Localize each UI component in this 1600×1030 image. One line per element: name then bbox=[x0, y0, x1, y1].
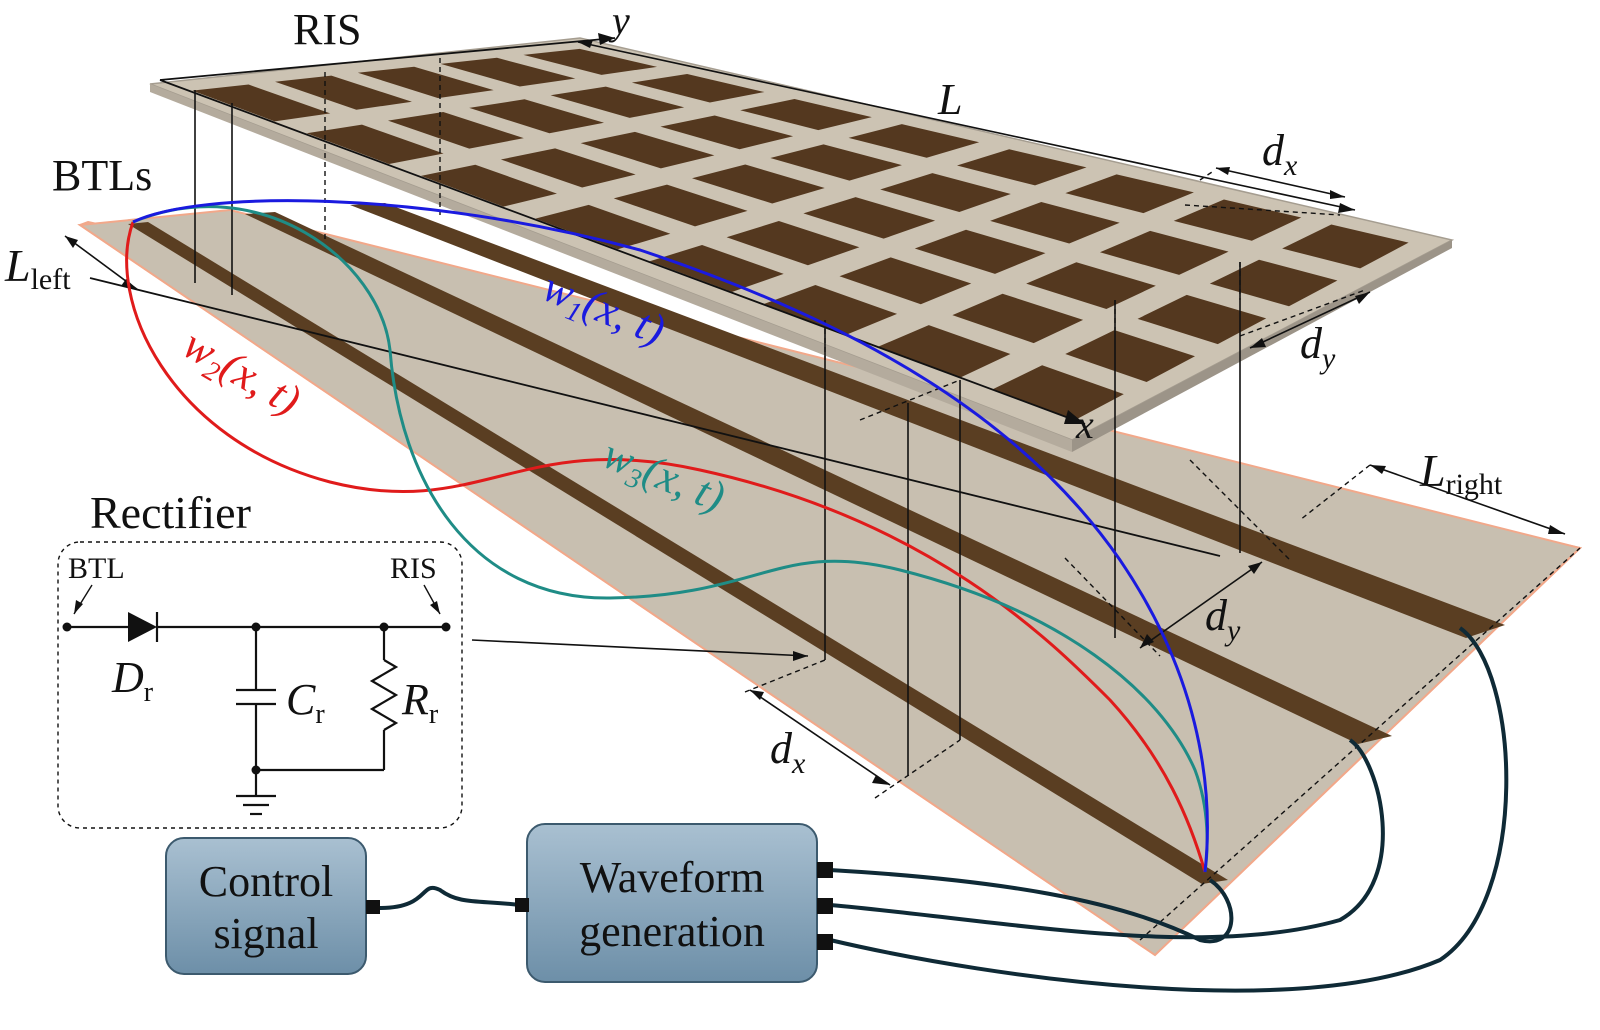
waveform-line1: Waveform bbox=[580, 853, 765, 902]
ris-patch bbox=[550, 86, 685, 118]
ris-patch bbox=[952, 293, 1084, 344]
btl-strip-2 bbox=[245, 212, 1392, 744]
cables bbox=[379, 626, 1509, 993]
ris-patch bbox=[631, 73, 765, 103]
rectifier-leader-arrows bbox=[73, 584, 441, 615]
length-label: L bbox=[937, 75, 962, 124]
capacitor-label: Cr bbox=[286, 675, 325, 730]
ris-patch bbox=[764, 285, 898, 335]
control-signal-line1: Control bbox=[199, 857, 333, 906]
rectifier-ris-arrowhead bbox=[430, 601, 440, 614]
axis-x-label: x bbox=[1075, 402, 1094, 447]
rectifier-output-node bbox=[441, 622, 451, 632]
ris-patch bbox=[1026, 262, 1156, 309]
rectifier-btl-arrowhead bbox=[74, 600, 83, 614]
ris-patch bbox=[500, 148, 636, 188]
ris-patch bbox=[1209, 259, 1338, 307]
arrow-heads bbox=[65, 40, 1565, 785]
ris-patch bbox=[306, 124, 444, 164]
ris-patch bbox=[421, 164, 557, 207]
dy-top-label: dy bbox=[1300, 319, 1336, 375]
waveform-generation-block[interactable]: Waveform generation bbox=[515, 823, 833, 983]
dimension-arrows bbox=[64, 41, 1566, 786]
projection-lines bbox=[194, 90, 1241, 776]
ris-patch bbox=[692, 164, 825, 204]
control-signal-block[interactable]: Control signal bbox=[165, 837, 380, 975]
rectifier-junction-cap bbox=[251, 622, 261, 632]
x-axis-arrowhead bbox=[1064, 410, 1085, 424]
l-right-label: Lright bbox=[1419, 445, 1503, 501]
dy-bottom-label: dy bbox=[1205, 591, 1241, 647]
l-left-label: Lleft bbox=[4, 240, 71, 296]
ris-patch bbox=[357, 66, 494, 99]
ris-patch bbox=[740, 99, 872, 131]
waveform-line2: generation bbox=[579, 907, 765, 956]
rectifier-junction-ground bbox=[251, 765, 261, 775]
ris-axes bbox=[89, 37, 1221, 557]
rectifier-input-node bbox=[62, 622, 72, 632]
ris-patch bbox=[956, 149, 1087, 186]
ris-patch bbox=[469, 99, 604, 134]
ris-patch bbox=[990, 202, 1120, 244]
axis-y-label: y bbox=[608, 0, 630, 43]
rectifier-ris-label: RIS bbox=[390, 552, 437, 585]
ris-patch bbox=[192, 84, 331, 122]
ris-patch bbox=[770, 144, 902, 181]
ris-patch bbox=[535, 204, 671, 250]
ris-patch bbox=[1173, 199, 1302, 241]
ris-patch bbox=[387, 111, 524, 149]
ris-patch bbox=[1137, 294, 1267, 345]
btl-strip-3 bbox=[350, 203, 1505, 638]
ris-patch bbox=[880, 173, 1011, 213]
ris-patch bbox=[660, 115, 794, 150]
diode-label: Dr bbox=[111, 653, 154, 708]
rectifier-title: Rectifier bbox=[90, 487, 251, 538]
ris-patch bbox=[1282, 224, 1409, 269]
ris-patch bbox=[649, 244, 784, 292]
ris-patch bbox=[726, 221, 860, 266]
ris-patch bbox=[523, 48, 658, 75]
ris-patch bbox=[440, 57, 576, 87]
ris-patch bbox=[839, 257, 972, 305]
ris-label: RIS bbox=[293, 5, 361, 54]
wave-w2-curve bbox=[125, 221, 1207, 873]
rectifier-btl-label: BTL bbox=[68, 552, 125, 585]
y-axis-arrowhead bbox=[598, 33, 615, 45]
ris-patch bbox=[914, 229, 1046, 274]
ris-patch bbox=[1065, 330, 1195, 383]
control-signal-line2: signal bbox=[213, 909, 318, 958]
dx-top-label: dx bbox=[1262, 126, 1298, 182]
ris-patch bbox=[580, 131, 715, 169]
ris-patch bbox=[613, 184, 748, 227]
diode-symbol bbox=[128, 612, 157, 642]
ris-patch bbox=[1099, 230, 1229, 275]
wave-w1-curve bbox=[132, 199, 1209, 873]
rectifier-junction-res bbox=[379, 622, 389, 632]
dx-bottom-label: dx bbox=[770, 724, 806, 780]
ris-patch bbox=[992, 365, 1124, 420]
ris-patch bbox=[1065, 174, 1194, 214]
ris-patch bbox=[803, 197, 936, 239]
ris-patch bbox=[878, 325, 1011, 378]
wave-w3-curve bbox=[132, 205, 1209, 873]
ris-patch bbox=[275, 75, 412, 110]
rectifier-box bbox=[57, 541, 463, 829]
btls-label: BTLs bbox=[52, 151, 152, 200]
ris-patch bbox=[848, 124, 980, 158]
ris-patches bbox=[192, 48, 1409, 420]
ris-plate-front-edge bbox=[150, 84, 1072, 452]
rectifier-circuit bbox=[67, 612, 446, 816]
projection-dashed bbox=[324, 58, 1581, 941]
resistor-label: Rr bbox=[401, 675, 439, 730]
btl-strip-1 bbox=[128, 222, 1228, 884]
